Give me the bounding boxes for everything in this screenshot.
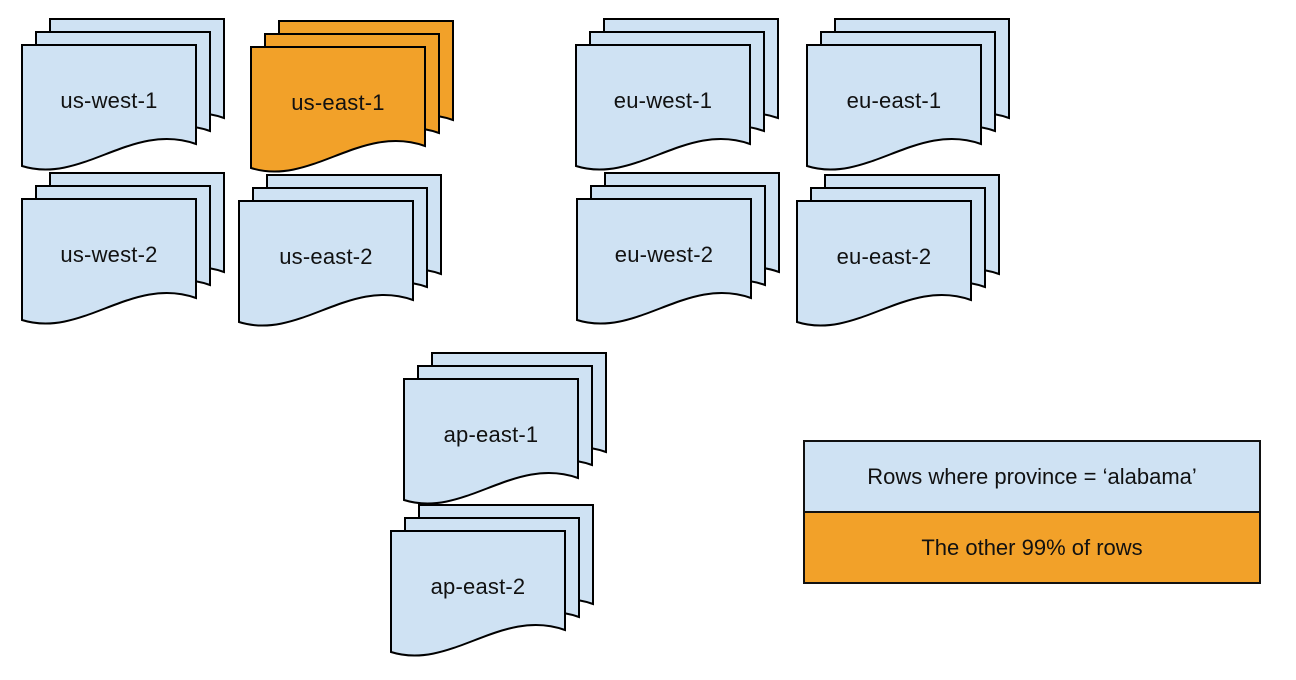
legend-item-other-label: The other 99% of rows [921,534,1143,560]
stack-label-us-east-1: us-east-1 [291,90,385,115]
legend-item-other-rows: The other 99% of rows [805,511,1259,582]
doc-stack-eu-west-2: eu-west-2 [575,171,781,327]
document-sheet [250,46,426,173]
document-sheet [21,44,197,171]
doc-stack-us-west-1: us-west-1 [20,17,226,173]
document-sheet [576,198,752,325]
stack-label-us-west-2: us-west-2 [60,242,158,267]
doc-stack-eu-east-2: eu-east-2 [795,173,1001,329]
stack-label-us-west-1: us-west-1 [60,88,158,113]
doc-stack-ap-east-2: ap-east-2 [389,503,595,659]
document-sheet [806,44,982,171]
legend-item-alabama-label: Rows where province = ‘alabama’ [867,463,1197,489]
stack-label-eu-east-2: eu-east-2 [836,244,932,269]
document-sheet [575,44,751,171]
legend-item-alabama-rows: Rows where province = ‘alabama’ [805,442,1259,511]
doc-stack-eu-west-1: eu-west-1 [574,17,780,173]
doc-stack-us-east-1: us-east-1 [249,19,455,175]
stack-label-eu-west-1: eu-west-1 [613,88,713,113]
stack-label-eu-west-2: eu-west-2 [614,242,714,267]
document-sheet [796,200,972,327]
doc-stack-eu-east-1: eu-east-1 [805,17,1011,173]
stack-label-us-east-2: us-east-2 [279,244,373,269]
stack-label-eu-east-1: eu-east-1 [846,88,942,113]
stack-label-ap-east-2: ap-east-2 [430,574,526,599]
doc-stack-us-west-2: us-west-2 [20,171,226,327]
document-sheet [390,530,566,657]
doc-stack-us-east-2: us-east-2 [237,173,443,329]
doc-stack-ap-east-1: ap-east-1 [402,351,608,507]
legend: Rows where province = ‘alabama’ The othe… [803,440,1261,584]
document-sheet [403,378,579,505]
document-sheet [238,200,414,327]
stack-label-ap-east-1: ap-east-1 [443,422,539,447]
document-sheet [21,198,197,325]
